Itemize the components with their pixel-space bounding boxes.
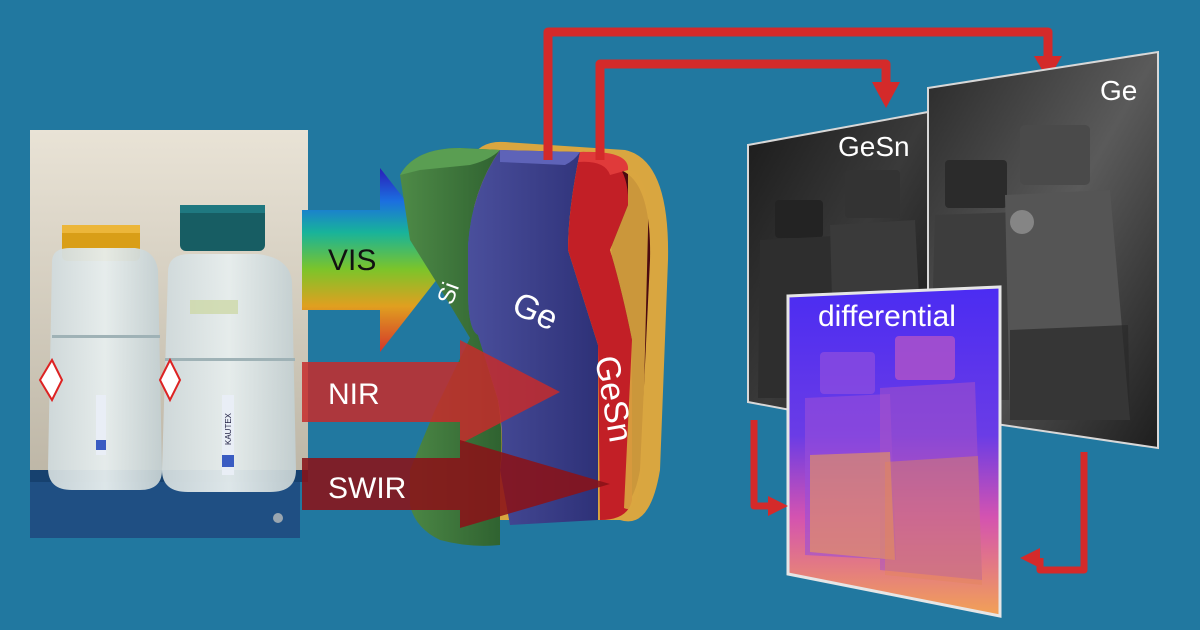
vis-label: VIS	[328, 244, 376, 277]
gesn-layer	[568, 151, 632, 521]
signal-arrow-gesn	[595, 59, 891, 160]
shelf-screw	[273, 513, 283, 523]
signal-arrow-ge-head	[1034, 56, 1062, 80]
ge-image-label: Ge	[1100, 75, 1137, 106]
detector-stack: Si Ge GeSn	[400, 141, 669, 546]
bottle-label-text: KAUTEX	[224, 412, 233, 445]
nir-label: NIR	[328, 378, 380, 411]
arrow-gesn-to-differential	[750, 420, 770, 510]
bottle-right-cap	[180, 205, 265, 251]
bottle-left-body	[48, 248, 162, 490]
gesn-image-label: GeSn	[838, 131, 910, 162]
differential-image-panel: differential	[786, 285, 1002, 618]
swir-arrow: SWIR	[302, 440, 610, 528]
bottle-photo: KAUTEX	[30, 130, 308, 538]
swir-label: SWIR	[328, 472, 406, 505]
ge-layer	[468, 150, 598, 525]
nir-arrow: NIR	[302, 340, 560, 444]
differential-image-label: differential	[818, 300, 956, 333]
signal-arrow-gesn-head	[872, 82, 900, 108]
signal-arrow-ge	[543, 27, 1053, 160]
